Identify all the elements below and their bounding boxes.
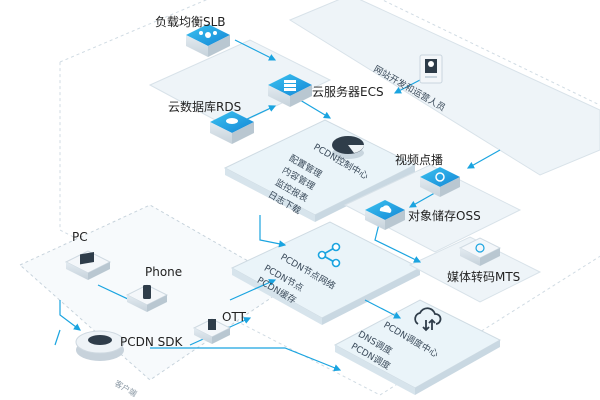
storage-panel [343, 164, 522, 253]
pc-label: PC [72, 230, 88, 244]
rds-label: 云数据库RDS [168, 100, 242, 114]
mts-icon [458, 237, 502, 266]
vod-icon [420, 167, 460, 197]
mts-label: 媒体转码MTS [447, 270, 521, 284]
scheduling-cloud-icon [414, 307, 442, 332]
ott-icon [192, 318, 232, 344]
oss-icon [365, 200, 405, 230]
node-network-share-icon [317, 242, 341, 268]
slb-icon [186, 24, 230, 57]
ott-label: OTT [222, 310, 246, 324]
rds-icon [210, 111, 254, 144]
sdk-disc-icon [75, 330, 125, 361]
pc-icon [64, 250, 112, 280]
oss-label: 对象储存OSS [408, 209, 481, 223]
admin-panel [288, 0, 600, 176]
ecs-icon [268, 74, 312, 107]
phone-label: Phone [145, 265, 183, 279]
phone-icon [125, 284, 169, 312]
connection-lines [54, 39, 501, 372]
ecs-label: 云服务器ECS [312, 85, 384, 99]
server-panel [148, 39, 332, 129]
slb-label: 负载均衡SLB [155, 15, 226, 29]
control-pie-icon [332, 136, 364, 159]
sdk-label: PCDN SDK [120, 335, 183, 349]
vod-label: 视频点播 [395, 153, 444, 167]
admin-id-icon [419, 54, 443, 84]
